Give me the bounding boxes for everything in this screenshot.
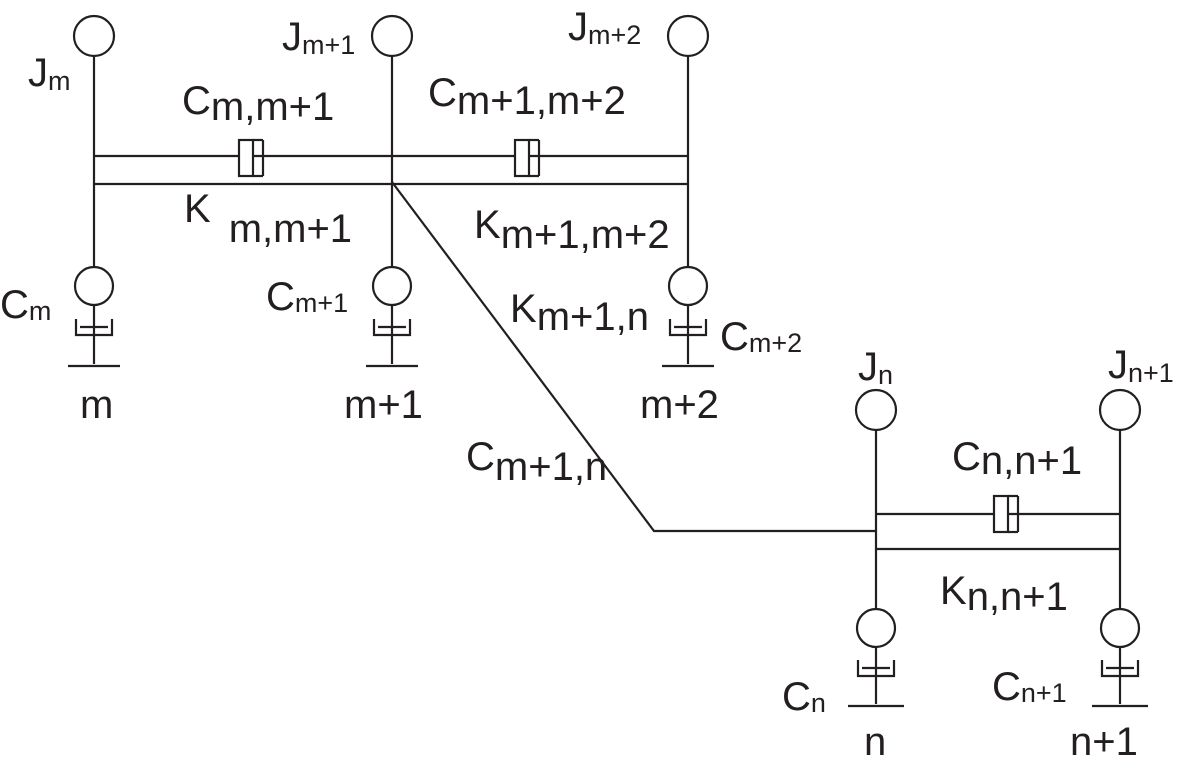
coupling-damper-n-n1 [992, 494, 1020, 534]
node-label-n1: n+1 [1070, 720, 1138, 760]
damping-label-m1: Cm+1 [266, 275, 348, 319]
inertia-disk-n1 [1098, 388, 1142, 432]
node-label-m: m [80, 383, 113, 427]
inertia-disk-m1 [370, 14, 414, 58]
node-label-m2: m+2 [640, 383, 719, 427]
damping-disk-m [73, 265, 115, 307]
ground-damper-m1 [366, 305, 418, 368]
inertia-label-m2: Jm+2 [568, 5, 641, 50]
node-label-n: n [864, 720, 886, 760]
inertia-disk-n [854, 388, 898, 432]
damping-label-m2: Cm+2 [720, 315, 802, 359]
coupling-label-c-m1-m2: Cm+1,m+2 [428, 71, 626, 123]
coupling-label-k-m1-m2: Km+1,m+2 [474, 203, 670, 257]
inertia-label-m1: Jm+1 [282, 15, 355, 60]
node-label-m1: m+1 [344, 383, 423, 427]
inertia-disk-m2 [666, 14, 710, 58]
damping-label-n: Cn [782, 675, 826, 719]
inertia-label-n: Jn [858, 345, 893, 390]
coupling-label-k-n-n1: Kn,n+1 [940, 569, 1068, 619]
coupling-label-c-n-n1: Cn,n+1 [952, 435, 1082, 483]
coupling-label-c-m1-n: Cm+1,n [466, 435, 607, 489]
damping-label-m: Cm [0, 283, 51, 327]
coupling-label-k-m1-n: Km+1,n [510, 287, 649, 339]
coupling-damper-m-m1 [237, 138, 265, 178]
ground-damper-m [68, 305, 120, 368]
coupling-damper-m1-m2 [513, 138, 541, 178]
ground-damper-n1 [1092, 647, 1148, 708]
damping-label-n1: Cn+1 [992, 665, 1067, 709]
coupling-label-c-m-m1: Cm,m+1 [182, 79, 334, 129]
branch-line-m1-n [391, 181, 876, 533]
ground-damper-m2 [662, 305, 714, 368]
damping-disk-n1 [1099, 607, 1141, 649]
ground-damper-n [848, 647, 904, 708]
inertia-disk-m [72, 14, 116, 58]
inertia-label-n1: Jn+1 [1108, 343, 1174, 388]
damping-disk-m2 [667, 265, 709, 307]
inertia-label-m: Jm [28, 51, 71, 96]
damping-disk-m1 [371, 265, 413, 307]
damping-disk-n [855, 607, 897, 649]
